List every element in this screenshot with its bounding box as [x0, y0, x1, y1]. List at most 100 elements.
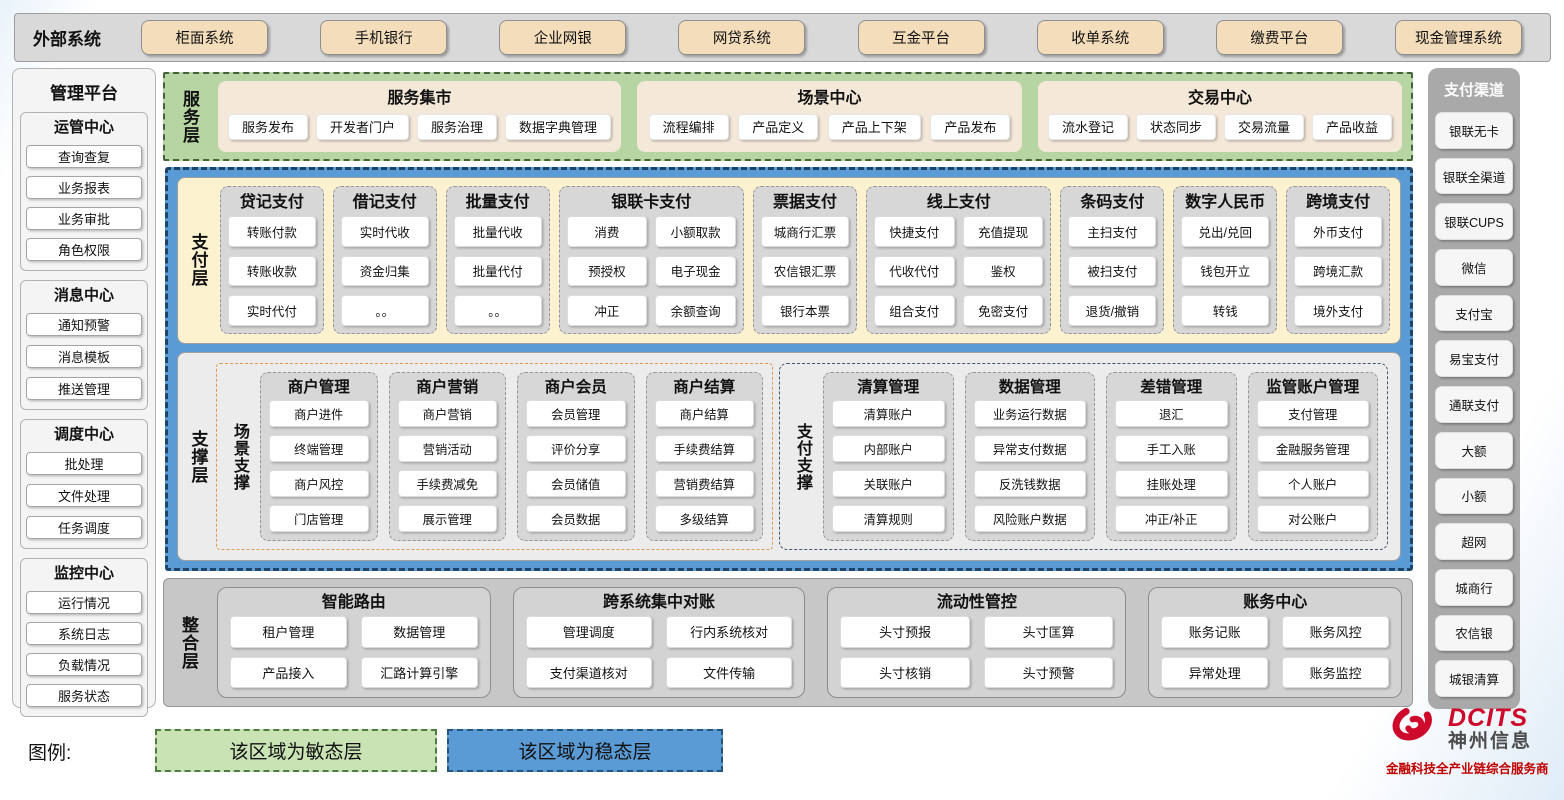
payment-item-button[interactable]: 银行本票	[761, 295, 849, 326]
payment-item-button[interactable]: 组合支付	[873, 295, 955, 326]
management-item-button[interactable]: 运行情况	[26, 591, 142, 614]
support-item-button[interactable]: 挂账处理	[1115, 470, 1228, 497]
management-item-button[interactable]: 推送管理	[26, 377, 142, 400]
service-item-button[interactable]: 产品定义	[738, 113, 819, 140]
support-item-button[interactable]: 清算规则	[832, 505, 945, 532]
integration-item-button[interactable]: 头寸预警	[983, 656, 1114, 688]
payment-item-button[interactable]: 转账付款	[228, 216, 316, 247]
service-item-button[interactable]: 流水登记	[1047, 113, 1128, 140]
integration-item-button[interactable]: 汇路计算引擎	[360, 656, 478, 688]
support-item-button[interactable]: 手续费结算	[654, 435, 754, 462]
payment-channel-button[interactable]: 城银清算	[1435, 660, 1513, 697]
payment-item-button[interactable]: 退货/撤销	[1068, 295, 1157, 326]
payment-item-button[interactable]: 资金归集	[340, 255, 429, 287]
support-item-button[interactable]: 退汇	[1115, 400, 1228, 427]
management-item-button[interactable]: 负载情况	[26, 653, 142, 676]
support-item-button[interactable]: 风险账户数据	[973, 505, 1086, 532]
payment-item-button[interactable]: 预授权	[566, 255, 648, 287]
payment-item-button[interactable]: 小额取款	[655, 216, 737, 247]
payment-item-button[interactable]: 代收代付	[873, 255, 955, 287]
support-item-button[interactable]: 营销活动	[397, 435, 497, 462]
support-item-button[interactable]: 手工入账	[1115, 435, 1228, 462]
integration-item-button[interactable]: 租户管理	[230, 616, 347, 648]
service-item-button[interactable]: 开发者门户	[316, 113, 410, 140]
support-item-button[interactable]: 营销费结算	[654, 470, 754, 497]
management-item-button[interactable]: 服务状态	[26, 684, 142, 707]
payment-item-button[interactable]: 鉴权	[962, 255, 1044, 287]
integration-item-button[interactable]: 异常处理	[1161, 656, 1269, 688]
payment-channel-button[interactable]: 小额	[1435, 477, 1513, 515]
integration-item-button[interactable]: 账务风控	[1282, 616, 1389, 648]
management-item-button[interactable]: 业务审批	[26, 207, 142, 230]
management-item-button[interactable]: 通知预警	[26, 313, 142, 336]
service-item-button[interactable]: 流程编排	[648, 113, 729, 140]
support-item-button[interactable]: 多级结算	[654, 505, 754, 532]
support-item-button[interactable]: 清算账户	[832, 400, 945, 427]
external-system-button[interactable]: 收单系统	[1036, 20, 1164, 55]
payment-item-button[interactable]: 实时代收	[340, 216, 429, 247]
payment-item-button[interactable]: 兑出/兑回	[1181, 216, 1270, 247]
external-system-button[interactable]: 企业网银	[499, 20, 627, 55]
payment-channel-button[interactable]: 银联无卡	[1435, 112, 1513, 149]
support-item-button[interactable]: 内部账户	[832, 435, 945, 462]
integration-item-button[interactable]: 管理调度	[525, 616, 652, 648]
support-item-button[interactable]: 反洗钱数据	[973, 470, 1086, 497]
payment-item-button[interactable]: 快捷支付	[873, 216, 955, 247]
support-item-button[interactable]: 会员储值	[526, 470, 626, 497]
external-system-button[interactable]: 柜面系统	[141, 20, 268, 55]
service-item-button[interactable]: 产品收益	[1311, 113, 1392, 140]
service-item-button[interactable]: 服务发布	[228, 113, 309, 140]
integration-item-button[interactable]: 账务记账	[1161, 616, 1269, 648]
payment-item-button[interactable]: 充值提现	[962, 216, 1044, 247]
payment-item-button[interactable]: 余额查询	[655, 295, 737, 326]
integration-item-button[interactable]: 账务监控	[1282, 656, 1389, 688]
management-item-button[interactable]: 消息模板	[26, 345, 142, 368]
payment-item-button[interactable]: 实时代付	[228, 295, 316, 326]
payment-item-button[interactable]: 城商行汇票	[761, 216, 849, 247]
support-item-button[interactable]: 门店管理	[269, 505, 369, 532]
payment-item-button[interactable]: 钱包开立	[1181, 255, 1270, 287]
support-item-button[interactable]: 展示管理	[397, 505, 497, 532]
external-system-button[interactable]: 网贷系统	[678, 20, 806, 55]
support-item-button[interactable]: 对公账户	[1256, 505, 1369, 532]
payment-channel-button[interactable]: 农信银	[1435, 614, 1513, 652]
integration-item-button[interactable]: 文件传输	[665, 656, 793, 688]
payment-item-button[interactable]: 消费	[566, 216, 648, 247]
support-item-button[interactable]: 评价分享	[526, 435, 626, 462]
support-item-button[interactable]: 冲正/补正	[1115, 505, 1228, 532]
management-item-button[interactable]: 查询查复	[26, 145, 142, 168]
external-system-button[interactable]: 互金平台	[857, 20, 985, 55]
support-item-button[interactable]: 商户风控	[269, 470, 369, 497]
payment-item-button[interactable]: 主扫支付	[1068, 216, 1157, 247]
payment-item-button[interactable]: 电子现金	[655, 255, 737, 287]
support-item-button[interactable]: 商户营销	[397, 400, 497, 427]
payment-item-button[interactable]: 农信银汇票	[761, 255, 849, 287]
service-item-button[interactable]: 数据字典管理	[505, 113, 612, 140]
integration-item-button[interactable]: 头寸匡算	[983, 616, 1114, 648]
payment-channel-button[interactable]: 通联支付	[1435, 386, 1513, 423]
payment-item-button[interactable]: 批量代付	[453, 255, 542, 287]
payment-item-button[interactable]: 批量代收	[453, 216, 542, 247]
service-item-button[interactable]: 交易流量	[1223, 113, 1304, 140]
management-item-button[interactable]: 系统日志	[26, 622, 142, 645]
payment-item-button[interactable]: 跨境汇款	[1294, 255, 1382, 287]
support-item-button[interactable]: 支付管理	[1256, 400, 1369, 427]
payment-item-button[interactable]: 转账收款	[228, 255, 316, 287]
integration-item-button[interactable]: 行内系统核对	[665, 616, 793, 648]
service-item-button[interactable]: 状态同步	[1135, 113, 1216, 140]
payment-channel-button[interactable]: 城商行	[1435, 568, 1513, 606]
support-item-button[interactable]: 业务运行数据	[973, 400, 1086, 427]
payment-channel-button[interactable]: 超网	[1435, 523, 1513, 560]
payment-item-button[interactable]: 免密支付	[962, 295, 1044, 326]
support-item-button[interactable]: 终端管理	[269, 435, 369, 462]
service-item-button[interactable]: 服务治理	[417, 113, 498, 140]
integration-item-button[interactable]: 头寸核销	[840, 656, 970, 688]
integration-item-button[interactable]: 头寸预报	[840, 616, 970, 648]
management-item-button[interactable]: 任务调度	[26, 516, 142, 539]
payment-item-button[interactable]: 外币支付	[1294, 216, 1382, 247]
support-item-button[interactable]: 个人账户	[1256, 470, 1369, 497]
management-item-button[interactable]: 文件处理	[26, 484, 142, 507]
payment-channel-button[interactable]: 易宝支付	[1435, 340, 1513, 378]
integration-item-button[interactable]: 产品接入	[230, 656, 347, 688]
support-item-button[interactable]: 会员数据	[526, 505, 626, 532]
